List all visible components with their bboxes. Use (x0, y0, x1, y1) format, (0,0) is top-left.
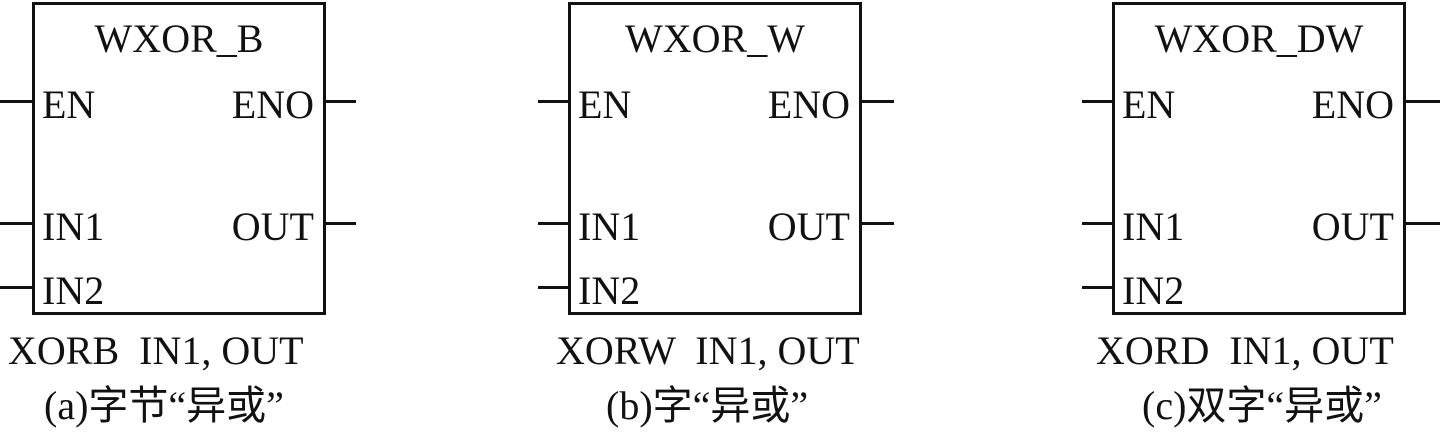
wire-in1-in (1082, 222, 1112, 225)
pin-out: OUT (767, 204, 850, 249)
block-title: WXOR_B (94, 16, 264, 61)
pin-in1: IN1 (42, 204, 105, 249)
pin-en: EN (1122, 82, 1176, 127)
instruction-mnemonic: XORB IN1, OUT (8, 328, 304, 373)
pin-en: EN (578, 82, 632, 127)
wire-en-in (538, 100, 568, 103)
wire-in2-in (538, 286, 568, 289)
pin-eno: ENO (1311, 82, 1394, 127)
pin-in1: IN1 (1122, 204, 1185, 249)
wire-in1-in (0, 222, 32, 225)
diagram-c: WXOR_DW EN ENO IN1 OUT IN2 XORD IN1, OUT… (1082, 0, 1440, 441)
instruction-mnemonic: XORW IN1, OUT (556, 328, 860, 373)
pin-in2: IN2 (1122, 268, 1185, 313)
pin-en: EN (42, 82, 96, 127)
wire-eno-out (1406, 100, 1440, 103)
wire-en-in (0, 100, 32, 103)
diagram-caption: (c)双字“异或” (1142, 383, 1382, 428)
pin-in2: IN2 (42, 268, 105, 313)
wire-out-out (326, 222, 356, 225)
pin-eno: ENO (767, 82, 850, 127)
diagram-b: WXOR_W EN ENO IN1 OUT IN2 XORW IN1, OUT … (538, 0, 898, 441)
wire-in2-in (0, 286, 32, 289)
wire-out-out (1406, 222, 1440, 225)
instruction-mnemonic: XORD IN1, OUT (1096, 328, 1394, 373)
wire-en-in (1082, 100, 1112, 103)
wire-eno-out (862, 100, 894, 103)
diagram-a: WXOR_B EN ENO IN1 OUT IN2 XORB IN1, OUT … (0, 0, 360, 441)
wire-eno-out (326, 100, 356, 103)
pin-eno: ENO (231, 82, 314, 127)
block-title: WXOR_W (625, 16, 805, 61)
diagram-caption: (b)字“异或” (606, 383, 809, 428)
pin-out: OUT (1311, 204, 1394, 249)
pin-in1: IN1 (578, 204, 641, 249)
diagram-caption: (a)字节“异或” (44, 383, 284, 428)
pin-out: OUT (231, 204, 314, 249)
wire-in1-in (538, 222, 568, 225)
pin-in2: IN2 (578, 268, 641, 313)
wire-in2-in (1082, 286, 1112, 289)
function-block: WXOR_W EN ENO IN1 OUT IN2 (568, 2, 862, 315)
block-title: WXOR_DW (1154, 16, 1364, 61)
wire-out-out (862, 222, 894, 225)
function-block: WXOR_DW EN ENO IN1 OUT IN2 (1112, 2, 1406, 315)
function-block: WXOR_B EN ENO IN1 OUT IN2 (32, 2, 326, 315)
